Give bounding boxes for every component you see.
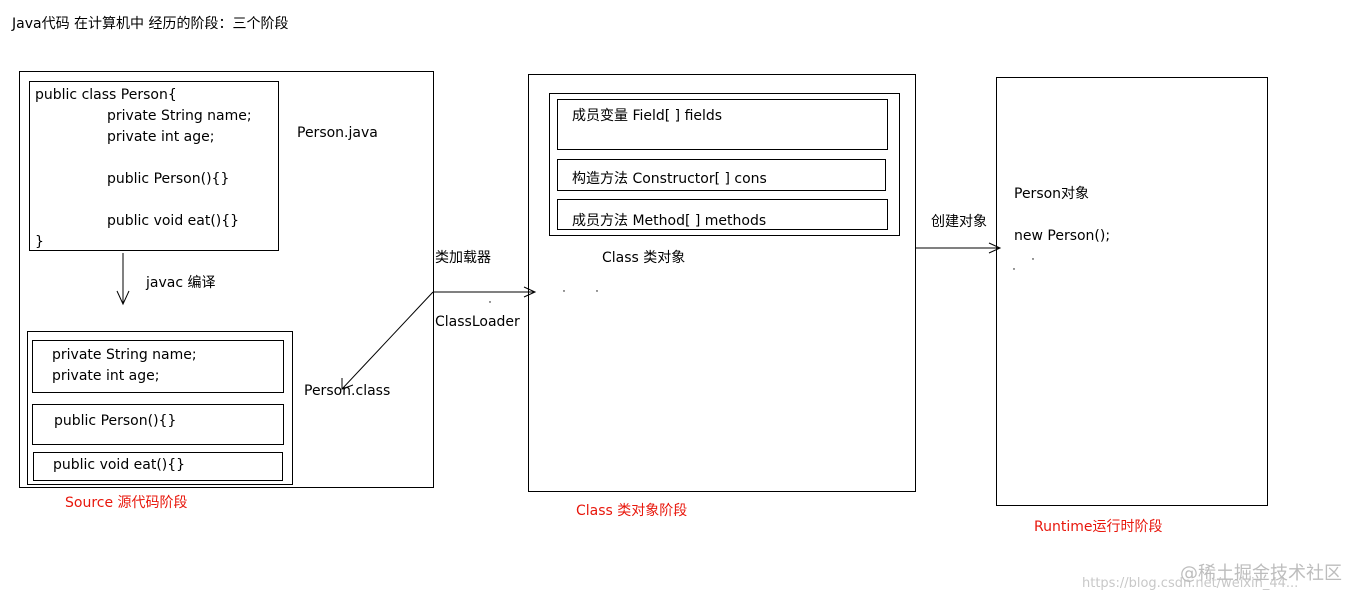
class-stage-box: [528, 74, 916, 492]
runtime-stage-box: [996, 77, 1268, 506]
code-constructor: public Person(){}: [107, 171, 230, 187]
class-file-fields-box: [32, 340, 284, 393]
class-file-method: public void eat(){}: [53, 457, 186, 473]
watermark-text: @稀土掘金技术社区: [1180, 563, 1342, 584]
code-field-name: private String name;: [107, 108, 252, 124]
class-stage-caption: Class 类对象阶段: [576, 503, 688, 519]
java-file-label: Person.java: [297, 125, 378, 141]
code-method-eat: public void eat(){}: [107, 213, 240, 229]
methods-row-box: [557, 199, 888, 230]
class-file-field-name: private String name;: [52, 347, 197, 363]
runtime-new-expression: new Person();: [1014, 228, 1111, 244]
stray-dot: [1013, 268, 1015, 270]
source-stage-box: [19, 71, 434, 488]
java-source-code-box: [29, 81, 279, 251]
page-title: Java代码 在计算机中 经历的阶段：三个阶段: [12, 16, 289, 32]
stray-dot: [563, 290, 565, 292]
constructors-row-label: 构造方法 Constructor[ ] cons: [572, 171, 767, 187]
class-file-arrow: [341, 291, 434, 390]
class-object-label: Class 类对象: [602, 250, 686, 266]
stray-dot: [489, 301, 491, 303]
class-file-arrow-head: [341, 378, 354, 390]
watermark-url: https://blog.csdn.net/weixin_44...: [1082, 576, 1299, 591]
class-file-constructor-box: [32, 404, 284, 445]
class-object-box: [549, 93, 900, 236]
class-loader-label-en: ClassLoader: [435, 314, 520, 330]
code-closing-brace: }: [35, 234, 44, 250]
class-loader-label-cn: 类加载器: [435, 250, 491, 266]
create-object-arrow-head: [988, 242, 1002, 254]
compile-label: javac 编译: [146, 275, 216, 291]
runtime-object-label: Person对象: [1014, 186, 1090, 202]
constructors-row-box: [557, 159, 886, 191]
class-file-constructor: public Person(){}: [54, 413, 177, 429]
fields-row-label: 成员变量 Field[ ] fields: [572, 108, 723, 124]
fields-row-box: [557, 99, 888, 150]
stray-dot: [1032, 258, 1034, 260]
class-file-field-age: private int age;: [52, 368, 160, 384]
stray-dot: [596, 290, 598, 292]
compile-arrow-head: [116, 290, 130, 306]
source-stage-caption: Source 源代码阶段: [65, 495, 188, 511]
code-class-declaration: public class Person{: [35, 87, 177, 103]
code-field-age: private int age;: [107, 129, 215, 145]
class-file-label: Person.class: [304, 383, 391, 399]
methods-row-label: 成员方法 Method[ ] methods: [572, 213, 767, 229]
runtime-stage-caption: Runtime运行时阶段: [1034, 519, 1163, 535]
class-file-box: [27, 331, 293, 485]
create-object-label: 创建对象: [931, 214, 987, 230]
class-file-method-box: [33, 452, 283, 481]
class-loader-arrow-head: [523, 286, 537, 298]
